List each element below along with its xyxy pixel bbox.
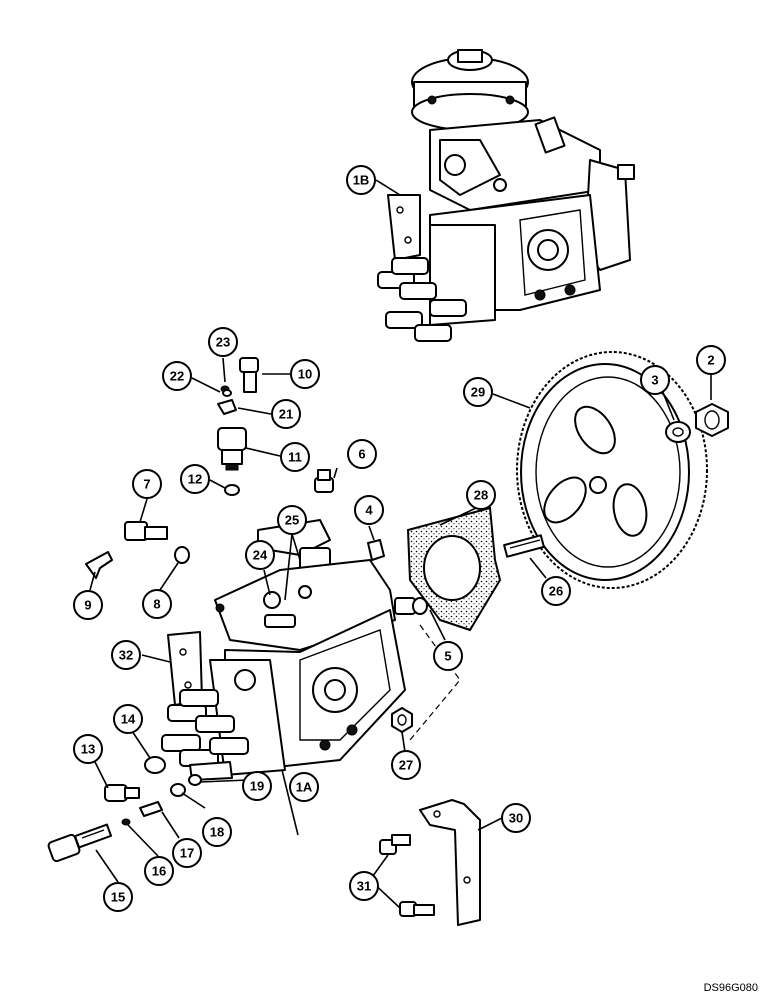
svg-text:10: 10 [298, 367, 312, 382]
drawing-reference-code: DS96G080 [703, 982, 758, 994]
support-bracket [419, 799, 481, 926]
callout-26: 26 [541, 576, 571, 606]
callout-16: 16 [144, 856, 174, 886]
svg-text:24: 24 [253, 548, 268, 563]
callout-1b: 1B [346, 165, 376, 195]
svg-text:22: 22 [170, 369, 184, 384]
callout-1a: 1A [289, 772, 319, 802]
callouts: 1B 2 3 29 23 22 10 21 11 12 6 7 4 28 25 … [73, 165, 726, 912]
outlet-fittings-1a [161, 689, 249, 767]
ball [121, 818, 131, 826]
outlet-fittings-1b [377, 257, 467, 342]
alignment-line [409, 624, 461, 741]
callout-31: 31 [349, 871, 379, 901]
plug [314, 469, 334, 493]
svg-text:26: 26 [549, 584, 563, 599]
callout-22: 22 [162, 361, 192, 391]
callout-18: 18 [202, 817, 232, 847]
callout-12: 12 [180, 464, 210, 494]
callout-4: 4 [354, 495, 384, 525]
callout-3: 3 [640, 365, 670, 395]
pump-assembly-1b [377, 49, 635, 342]
shut-off-solenoid [217, 427, 247, 471]
svg-text:19: 19 [250, 779, 264, 794]
callout-11: 11 [280, 442, 310, 472]
svg-text:23: 23 [216, 335, 230, 350]
callout-8: 8 [142, 589, 172, 619]
callout-25: 25 [277, 505, 307, 535]
woodruff-key [367, 539, 385, 561]
leader-lines [89, 179, 712, 909]
svg-text:7: 7 [143, 477, 150, 492]
seal-ring [222, 389, 232, 397]
return-fitting [47, 823, 113, 863]
callout-2: 2 [696, 345, 726, 375]
svg-text:15: 15 [111, 890, 125, 905]
svg-text:17: 17 [180, 846, 194, 861]
svg-text:31: 31 [357, 879, 371, 894]
svg-text:2: 2 [707, 353, 714, 368]
retaining-clip [217, 399, 237, 415]
svg-text:13: 13 [81, 742, 95, 757]
gear-nut [695, 403, 729, 437]
svg-text:9: 9 [84, 598, 91, 613]
svg-text:21: 21 [279, 407, 293, 422]
svg-text:28: 28 [474, 488, 488, 503]
svg-text:3: 3 [651, 373, 658, 388]
banjo-bolt [239, 357, 259, 393]
svg-text:1B: 1B [353, 173, 370, 188]
callout-6: 6 [347, 439, 377, 469]
svg-text:5: 5 [444, 649, 451, 664]
callout-24: 24 [245, 540, 275, 570]
stud [503, 534, 545, 558]
valve-seat [170, 783, 186, 797]
drive-nut [391, 707, 413, 733]
svg-text:12: 12 [188, 472, 202, 487]
svg-text:1A: 1A [296, 780, 313, 795]
callout-13: 13 [73, 734, 103, 764]
callout-32: 32 [111, 640, 141, 670]
bracket-bolts [379, 834, 435, 917]
svg-text:32: 32 [119, 648, 133, 663]
callout-19: 19 [242, 771, 272, 801]
drive-gear [516, 351, 708, 589]
seal-washer [188, 774, 202, 786]
banjo-fitting-bolt [104, 784, 140, 802]
copper-washer [144, 756, 166, 774]
svg-text:30: 30 [509, 811, 523, 826]
lock-washer [665, 421, 691, 443]
svg-text:4: 4 [365, 503, 373, 518]
callout-23: 23 [208, 327, 238, 357]
sealing-washer [174, 546, 190, 564]
svg-text:14: 14 [121, 712, 136, 727]
svg-text:8: 8 [153, 597, 160, 612]
mounting-bolt [124, 521, 168, 541]
svg-text:18: 18 [210, 825, 224, 840]
o-ring [224, 484, 240, 496]
callout-15: 15 [103, 882, 133, 912]
svg-text:25: 25 [285, 513, 299, 528]
callout-30: 30 [501, 803, 531, 833]
spring [139, 801, 163, 817]
bracket-plate [85, 551, 113, 579]
svg-text:16: 16 [152, 864, 166, 879]
svg-text:11: 11 [288, 450, 302, 465]
callout-21: 21 [271, 399, 301, 429]
callout-10: 10 [290, 359, 320, 389]
svg-text:27: 27 [399, 758, 413, 773]
callout-29: 29 [463, 377, 493, 407]
callout-17: 17 [172, 838, 202, 868]
svg-text:29: 29 [471, 385, 485, 400]
svg-text:6: 6 [358, 447, 365, 462]
pump-assembly-1a [161, 519, 428, 781]
callout-9: 9 [73, 590, 103, 620]
callout-14: 14 [113, 704, 143, 734]
callout-5: 5 [433, 641, 463, 671]
callout-7: 7 [132, 469, 162, 499]
callout-27: 27 [391, 750, 421, 780]
callout-28: 28 [466, 480, 496, 510]
